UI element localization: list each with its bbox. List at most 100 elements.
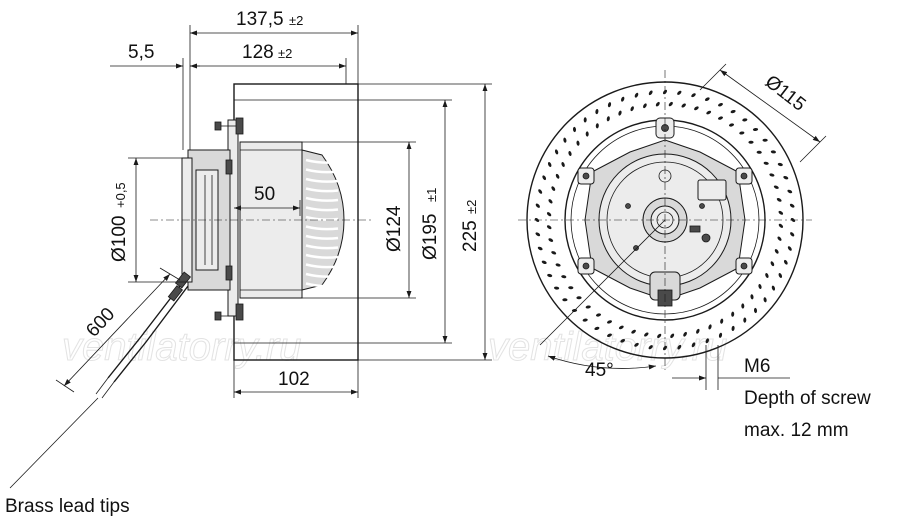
vent-hole: [535, 203, 540, 208]
hub-fin: [305, 253, 339, 259]
hub-fin: [305, 244, 339, 250]
vent-hole: [681, 103, 686, 108]
vent-hole: [750, 294, 754, 300]
vent-hole: [634, 92, 639, 98]
vent-hole: [551, 251, 557, 255]
vent-hole: [770, 150, 776, 154]
dim-inlet-dia: Ø195: [420, 214, 441, 260]
vent-hole: [742, 118, 748, 122]
vent-hole: [583, 117, 587, 123]
vent-hole: [631, 329, 636, 334]
vent-hole: [777, 236, 782, 241]
vent-hole: [595, 123, 599, 129]
vent-hole: [634, 342, 639, 347]
vent-hole: [538, 189, 543, 194]
hub-fin: [305, 196, 339, 202]
dim-impeller-depth-tol: ±2: [278, 46, 292, 61]
vent-hole: [783, 259, 788, 265]
vent-hole: [576, 296, 582, 300]
vent-hole: [551, 186, 556, 191]
vent-hole: [752, 127, 759, 132]
vent-hole: [731, 325, 735, 331]
dim-flange-offset: 5,5: [128, 42, 154, 63]
dim-bolt-circle: Ø115: [761, 71, 809, 115]
vent-hole: [763, 161, 769, 165]
note-screw-depth-2: max. 12 mm: [744, 420, 849, 441]
vent-hole: [748, 140, 754, 144]
dim-overall-depth-tol: ±2: [289, 13, 303, 28]
vent-hole: [787, 189, 793, 194]
hub-fin: [305, 158, 339, 164]
vent-hole: [535, 232, 541, 237]
vent-hole: [541, 260, 547, 264]
vent-hole: [554, 286, 560, 290]
vent-hole: [594, 326, 600, 331]
vent-hole: [644, 332, 649, 337]
vent-hole: [720, 318, 724, 324]
vent-hole: [731, 311, 735, 317]
dim-outer-dia-tol: ±2: [464, 200, 479, 214]
vent-hole: [774, 249, 779, 254]
vent-hole: [595, 313, 602, 317]
vent-hole: [607, 102, 612, 108]
vent-hole: [546, 212, 552, 217]
vent-hole: [576, 140, 580, 146]
vent-hole: [607, 333, 612, 338]
vent-hole: [562, 298, 568, 302]
vent-hole: [561, 162, 565, 167]
dim-motor-dia: Ø100: [109, 216, 130, 262]
vent-hole: [763, 297, 767, 303]
vent-hole: [696, 328, 700, 334]
vent-hole: [585, 305, 591, 309]
hub-fin: [305, 234, 339, 240]
vent-hole: [563, 137, 567, 143]
vent-hole: [677, 344, 682, 350]
vent-hole: [718, 332, 723, 338]
vent-hole: [630, 106, 634, 112]
vent-hole: [620, 338, 626, 343]
vent-hole: [595, 109, 599, 115]
vent-hole: [555, 173, 560, 179]
vent-hole: [555, 263, 561, 267]
impeller-vent-holes: [534, 89, 796, 351]
hub-fin: [305, 263, 339, 269]
hub-fin: [305, 177, 339, 183]
vent-hole: [568, 150, 572, 157]
vent-hole: [771, 285, 776, 291]
vent-hole: [778, 223, 784, 228]
vent-hole: [705, 338, 709, 344]
vent-hole: [783, 176, 789, 180]
vent-hole: [706, 110, 712, 115]
vent-hole: [607, 320, 612, 324]
vent-hole: [668, 101, 673, 107]
vent-hole: [643, 103, 647, 109]
vent-hole: [756, 150, 762, 154]
dim-overall-depth: 137,5: [236, 9, 284, 30]
vent-hole: [777, 162, 783, 167]
vent-hole: [537, 246, 543, 251]
vent-hole: [621, 96, 625, 102]
vent-hole: [704, 97, 710, 102]
hub-fin: [305, 215, 339, 221]
dim-motor-dia-tol: +0,5: [113, 182, 128, 208]
vent-hole: [618, 110, 622, 116]
vent-hole: [648, 90, 653, 96]
vent-hole: [739, 131, 745, 135]
note-screw-depth-1: Depth of screw: [744, 388, 871, 409]
vent-hole: [694, 106, 699, 111]
note-screw-thread: M6: [744, 356, 770, 377]
vent-hole: [542, 175, 547, 181]
vent-hole: [585, 131, 589, 137]
front-dimensions: Ø115 45° M6 Depth of screw max. 12 mm: [539, 63, 871, 441]
vent-hole: [730, 109, 736, 114]
vent-hole: [547, 273, 553, 278]
vent-hole: [769, 173, 775, 177]
vent-hole: [790, 232, 795, 237]
vent-hole: [718, 102, 723, 107]
mounting-lugs: [577, 117, 753, 275]
vent-hole: [670, 333, 675, 339]
dim-impeller-depth: 128: [242, 42, 274, 63]
vent-hole: [789, 203, 795, 208]
vent-hole: [770, 261, 775, 267]
vent-hole: [554, 149, 559, 155]
